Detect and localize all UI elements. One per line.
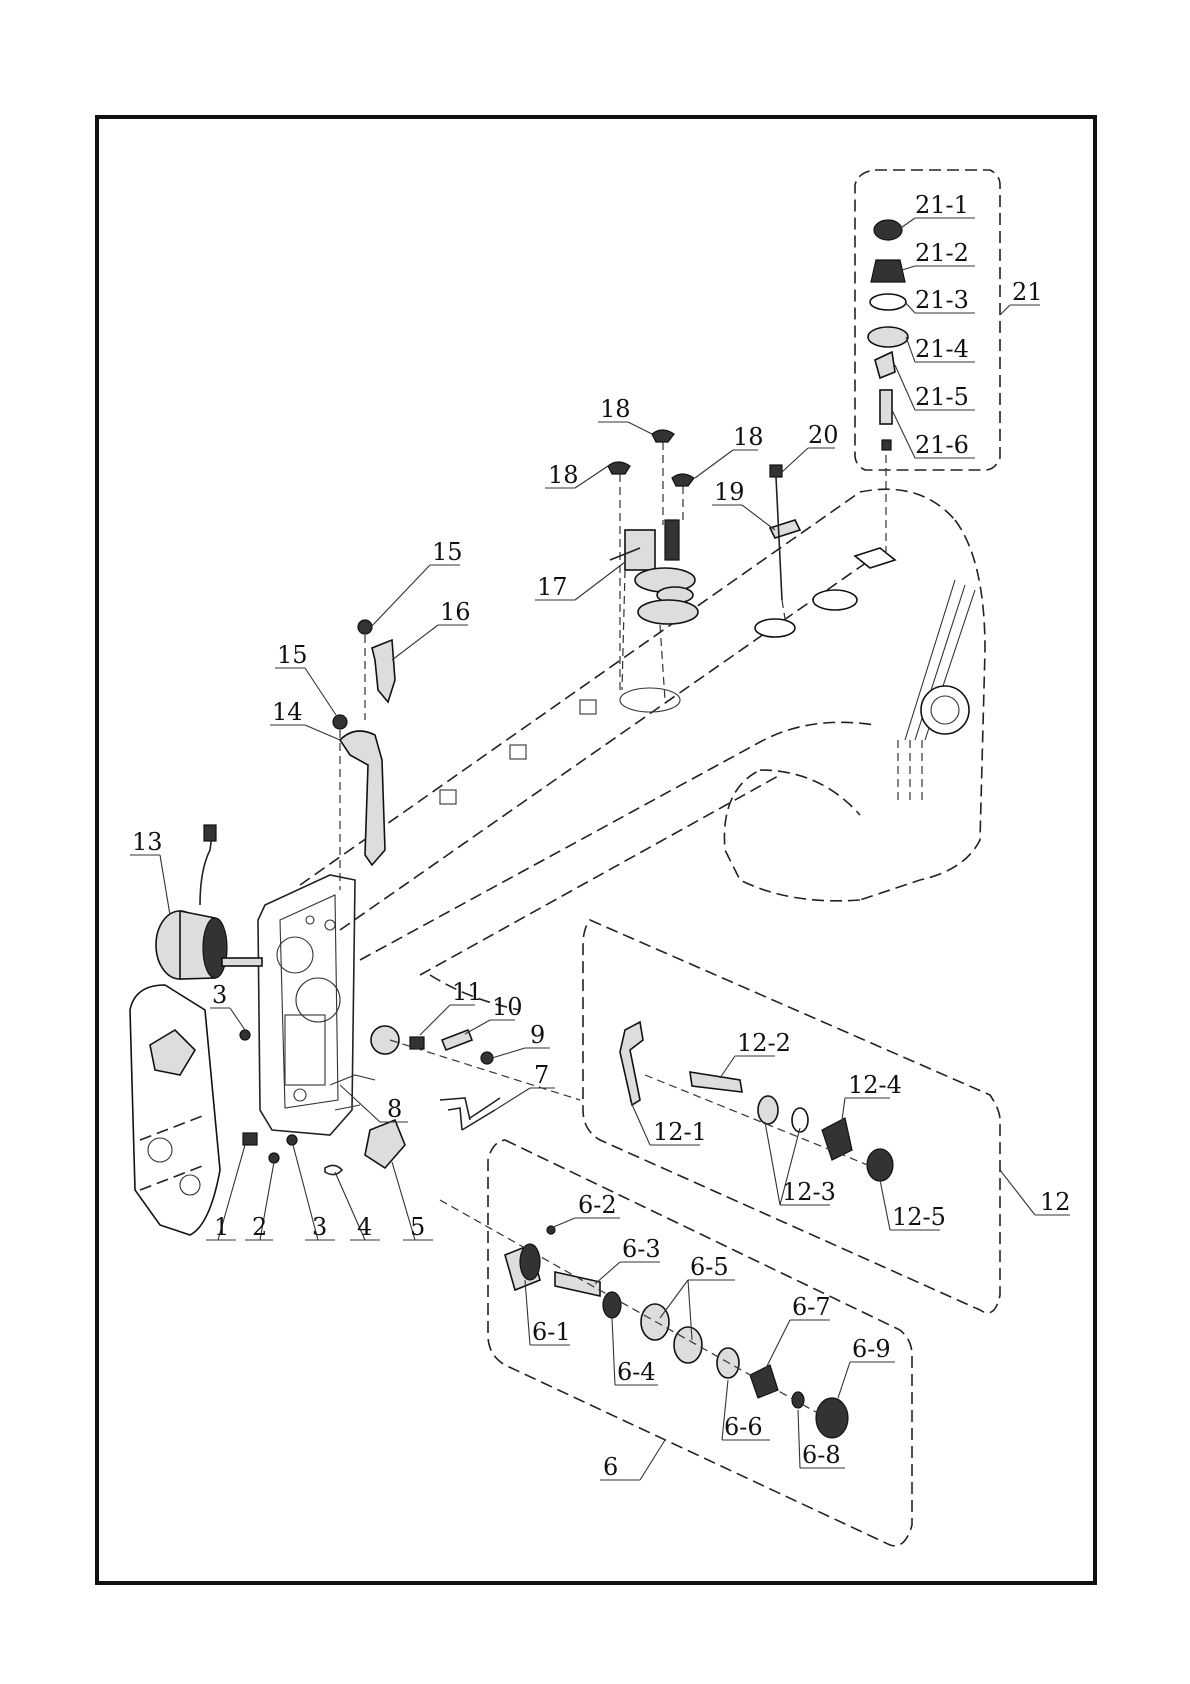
label-6-6: 6-6 (724, 1413, 763, 1441)
label-21: 21 (1012, 278, 1043, 306)
label-3-lower: 3 (312, 1213, 327, 1241)
label-20: 20 (808, 421, 839, 449)
label-21-6: 21-6 (915, 431, 969, 459)
label-12: 12 (1040, 1188, 1071, 1216)
label-8: 8 (387, 1095, 402, 1123)
face-cover-plate (130, 985, 220, 1235)
label-12-5: 12-5 (892, 1203, 946, 1231)
label-4: 4 (357, 1213, 372, 1241)
label-18-top: 18 (600, 395, 631, 423)
label-12-2: 12-2 (737, 1029, 791, 1057)
label-9: 9 (530, 1021, 545, 1049)
label-10: 10 (492, 993, 523, 1021)
label-6-7: 6-7 (792, 1293, 831, 1321)
label-16: 16 (440, 598, 471, 626)
label-21-1: 21-1 (915, 191, 969, 219)
label-2: 2 (252, 1213, 267, 1241)
label-15-top: 15 (432, 538, 463, 566)
label-6-9: 6-9 (852, 1335, 891, 1363)
label-12-4: 12-4 (848, 1071, 902, 1099)
label-6-5: 6-5 (690, 1253, 729, 1281)
label-21-3: 21-3 (915, 286, 969, 314)
label-6-1: 6-1 (532, 1318, 571, 1346)
label-6: 6 (603, 1453, 618, 1481)
label-1: 1 (214, 1213, 229, 1241)
label-21-2: 21-2 (915, 239, 969, 267)
label-3-upper: 3 (212, 981, 227, 1009)
part-6-group (440, 1140, 912, 1546)
label-6-8: 6-8 (802, 1441, 841, 1469)
label-6-4: 6-4 (617, 1358, 656, 1386)
label-7: 7 (534, 1061, 549, 1089)
part-13-motor (156, 825, 262, 979)
label-18-right: 18 (733, 423, 764, 451)
label-6-2: 6-2 (578, 1191, 617, 1219)
label-14: 14 (272, 698, 303, 726)
label-21-4: 21-4 (915, 335, 969, 363)
label-5: 5 (410, 1213, 425, 1241)
parts-14-15-16 (333, 620, 395, 890)
label-12-1: 12-1 (653, 1118, 707, 1146)
label-6-3: 6-3 (622, 1235, 661, 1263)
label-21-5: 21-5 (915, 383, 969, 411)
parts-19-20 (770, 465, 800, 625)
label-11: 11 (452, 978, 483, 1006)
label-17: 17 (537, 573, 568, 601)
label-15-left: 15 (277, 641, 308, 669)
label-18-left: 18 (548, 461, 579, 489)
label-12-3: 12-3 (782, 1178, 836, 1206)
label-19: 19 (714, 478, 745, 506)
label-13: 13 (132, 828, 163, 856)
part-17-tension-assembly (610, 520, 698, 712)
